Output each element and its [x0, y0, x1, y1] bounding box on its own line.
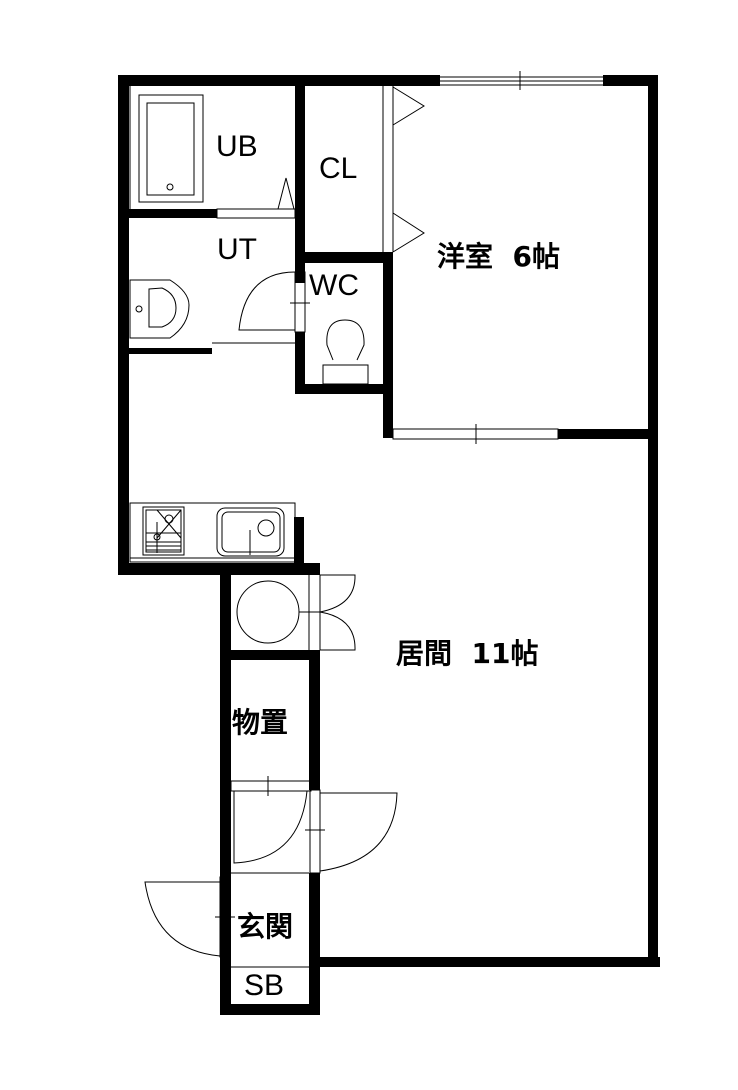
- room-label-living-room: 居間 11帖: [396, 637, 539, 670]
- room-label-western-room: 洋室 6帖: [437, 240, 560, 273]
- room-label-shoe-box: SB: [244, 969, 285, 1002]
- room-label-storage: 物置: [232, 706, 289, 739]
- fixtures: [129, 71, 603, 968]
- room-label-cl: CL: [319, 152, 358, 185]
- walls: [118, 75, 660, 1015]
- room-label-entrance: 玄関: [237, 910, 294, 943]
- room-label-wc: WC: [309, 269, 359, 302]
- room-label-ub: UB: [216, 130, 258, 163]
- room-label-ut: UT: [217, 233, 257, 266]
